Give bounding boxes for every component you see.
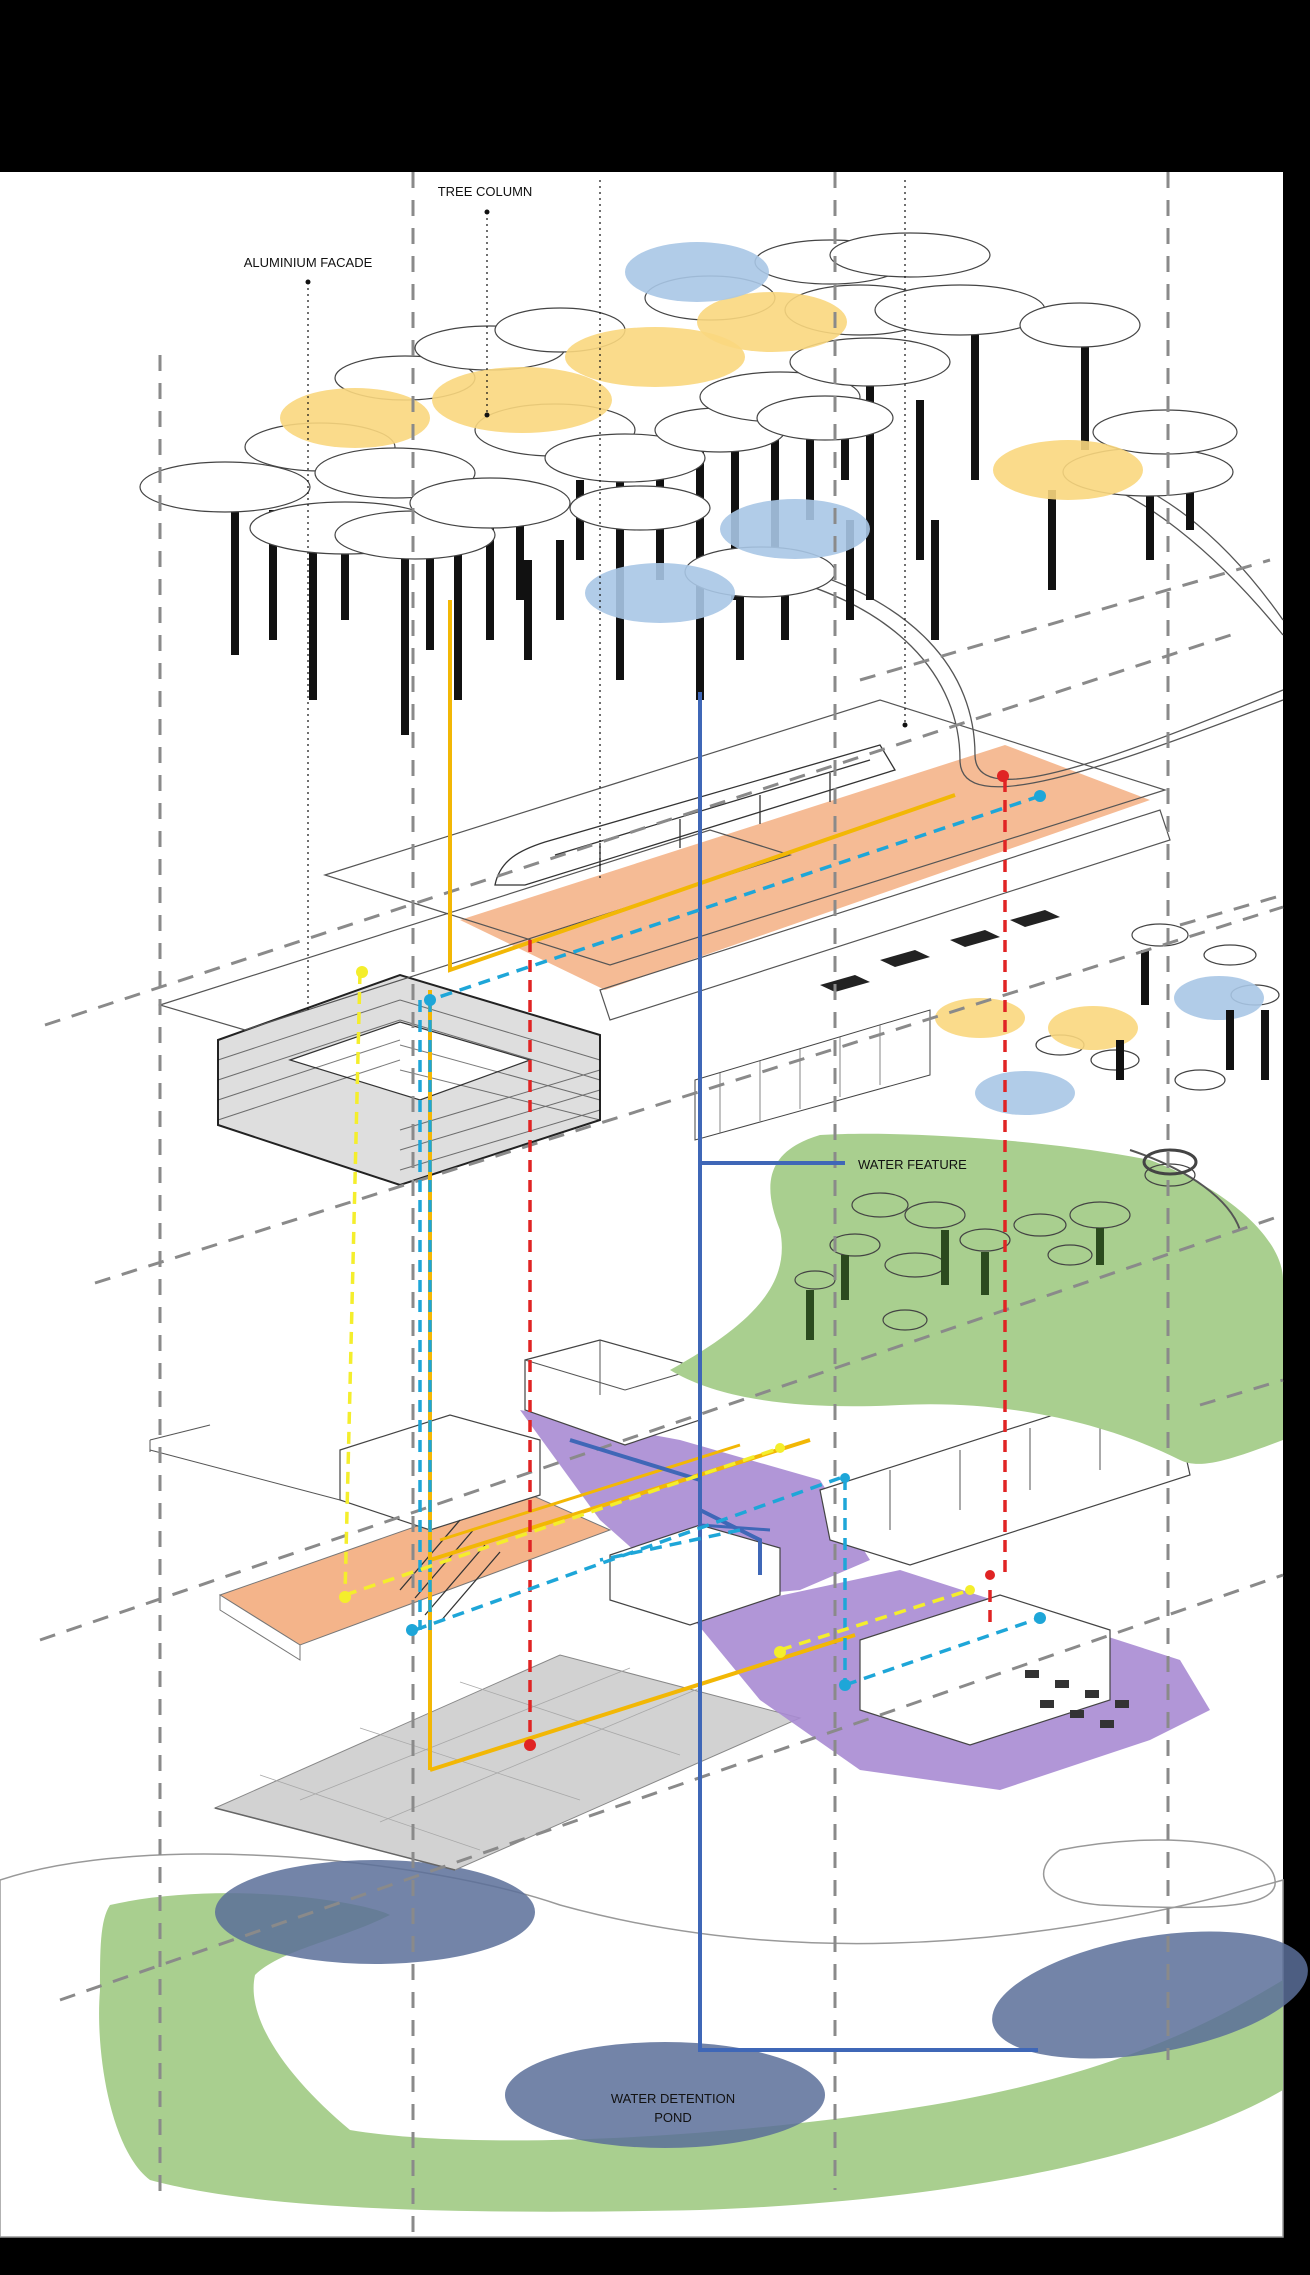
tree-canopy-icon <box>139 232 1238 735</box>
landscape-level: WATER DETENTION POND <box>0 1839 1308 2238</box>
canopy-labels: TREE COLUMN ALUMINIUM FACADE <box>244 180 908 1010</box>
concourse-purple-walkway <box>520 1410 870 1600</box>
pond-left <box>215 1860 535 1964</box>
service-lines <box>339 600 1046 2052</box>
water-feature-label: WATER FEATURE <box>858 1157 967 1172</box>
park-level: WATER FEATURE <box>670 1133 1283 1464</box>
blue-service-line <box>698 692 1038 2052</box>
pond-center <box>505 2042 825 2148</box>
park-green-band <box>99 1893 1284 2212</box>
tree-column-label: TREE COLUMN <box>438 184 533 199</box>
pond-right <box>992 1931 1308 2059</box>
pond-label-line2: POND <box>654 2110 692 2125</box>
train-platform-level <box>157 469 1284 1031</box>
guide-lines <box>39 172 1284 2237</box>
facade-level <box>217 910 1280 1187</box>
yellow-service-line <box>448 600 956 973</box>
platform-orange-deck <box>460 745 1150 990</box>
pond-label-line1: WATER DETENTION <box>611 2091 735 2106</box>
dining-table-icon <box>1025 1670 1129 1728</box>
aluminium-facade-label: ALUMINIUM FACADE <box>244 255 373 270</box>
